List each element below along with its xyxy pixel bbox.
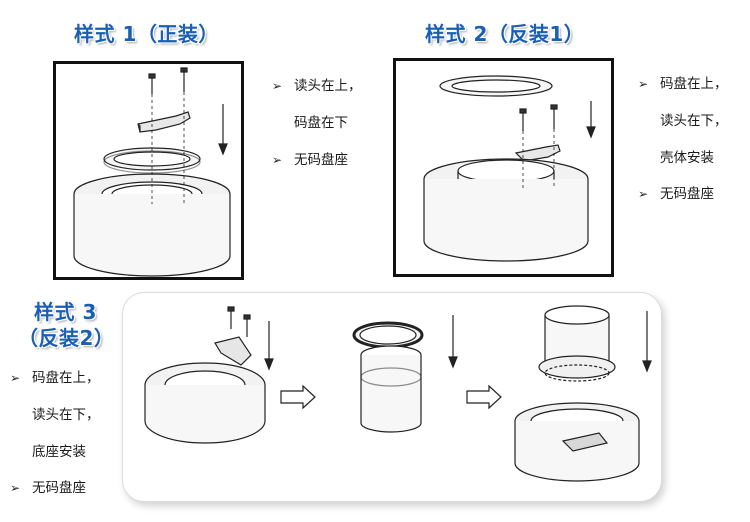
- style3-note-1: 码盘在上，: [32, 370, 100, 386]
- style1-note-3: 无码盘座: [294, 152, 348, 168]
- style3-note-2: 读头在下，: [32, 407, 100, 423]
- style2-diagram-panel: [393, 58, 614, 277]
- style1-note-2: 码盘在下: [294, 115, 348, 131]
- bullet-icon: ➢: [272, 79, 283, 93]
- style2-note-4: 无码盘座: [660, 186, 714, 202]
- style1-diagram-panel: [53, 61, 244, 280]
- style3-note-3: 底座安装: [32, 444, 86, 460]
- style2-notes: ➢ 码盘在上， 读头在下， 壳体安装 ➢ 无码盘座: [638, 76, 748, 208]
- style3-notes: ➢ 码盘在上， 读头在下， 底座安装 ➢ 无码盘座: [10, 370, 120, 502]
- bullet-icon: ➢: [638, 77, 649, 91]
- style2-title: 样式 2（反装1）: [425, 22, 585, 46]
- bullet-icon: ➢: [638, 187, 649, 201]
- bullet-icon: ➢: [272, 153, 283, 167]
- style2-assembly-drawing: [396, 61, 617, 280]
- bullet-icon: ➢: [10, 371, 21, 385]
- style3-assembly-drawing: [123, 293, 663, 503]
- style1-title: 样式 1（正装）: [74, 22, 219, 46]
- bullet-icon: ➢: [10, 481, 21, 495]
- style3-diagram-panel: [122, 292, 662, 502]
- style3-note-4: 无码盘座: [32, 480, 86, 496]
- style1-note-1: 读头在上，: [294, 78, 362, 94]
- style2-note-3: 壳体安装: [660, 150, 714, 166]
- style3-title-line2: （反装2）: [18, 326, 115, 350]
- style2-note-2: 读头在下，: [660, 113, 728, 129]
- style2-note-1: 码盘在上，: [660, 76, 728, 92]
- style1-assembly-drawing: [56, 64, 247, 283]
- style1-notes: ➢ 读头在上， 码盘在下 ➢ 无码盘座: [272, 78, 382, 180]
- style3-title-line1: 样式 3: [34, 300, 97, 324]
